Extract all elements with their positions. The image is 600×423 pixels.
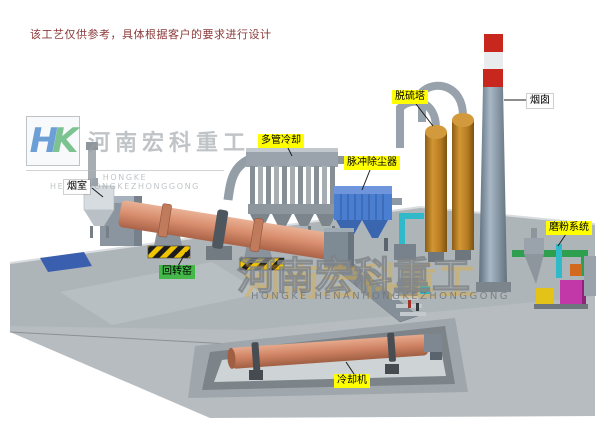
platform — [9, 205, 596, 418]
chimney — [476, 34, 511, 292]
blue-mat — [40, 252, 92, 272]
label-cooling-machine: 冷却机 — [334, 374, 370, 388]
label-smoke-chamber: 烟室 — [64, 180, 90, 194]
cooling-machine — [227, 332, 442, 380]
leader-lines — [91, 99, 567, 375]
disclaimer-text: 该工艺仅供参考，具体根据客户的要求进行设计 — [30, 28, 272, 41]
label-grinding-system: 磨粉系统 — [546, 221, 592, 235]
fan-and-pipes — [394, 213, 424, 260]
label-rotary-kiln: 回转窑 — [159, 265, 195, 279]
kiln-hood — [324, 228, 354, 268]
label-pulse-dust-collector: 脉冲除尘器 — [344, 156, 400, 170]
multi-tube-cooler — [223, 148, 354, 240]
grinding-system — [512, 228, 596, 309]
label-desulfurization-tower: 脱硫塔 — [392, 90, 428, 104]
hazard-base — [147, 245, 191, 259]
smoke-chamber — [83, 142, 142, 246]
label-multi-tube-cooler: 多管冷却 — [258, 134, 304, 148]
hazard-base — [239, 257, 285, 271]
label-chimney: 烟囱 — [527, 94, 553, 108]
access-stairs — [392, 278, 430, 316]
